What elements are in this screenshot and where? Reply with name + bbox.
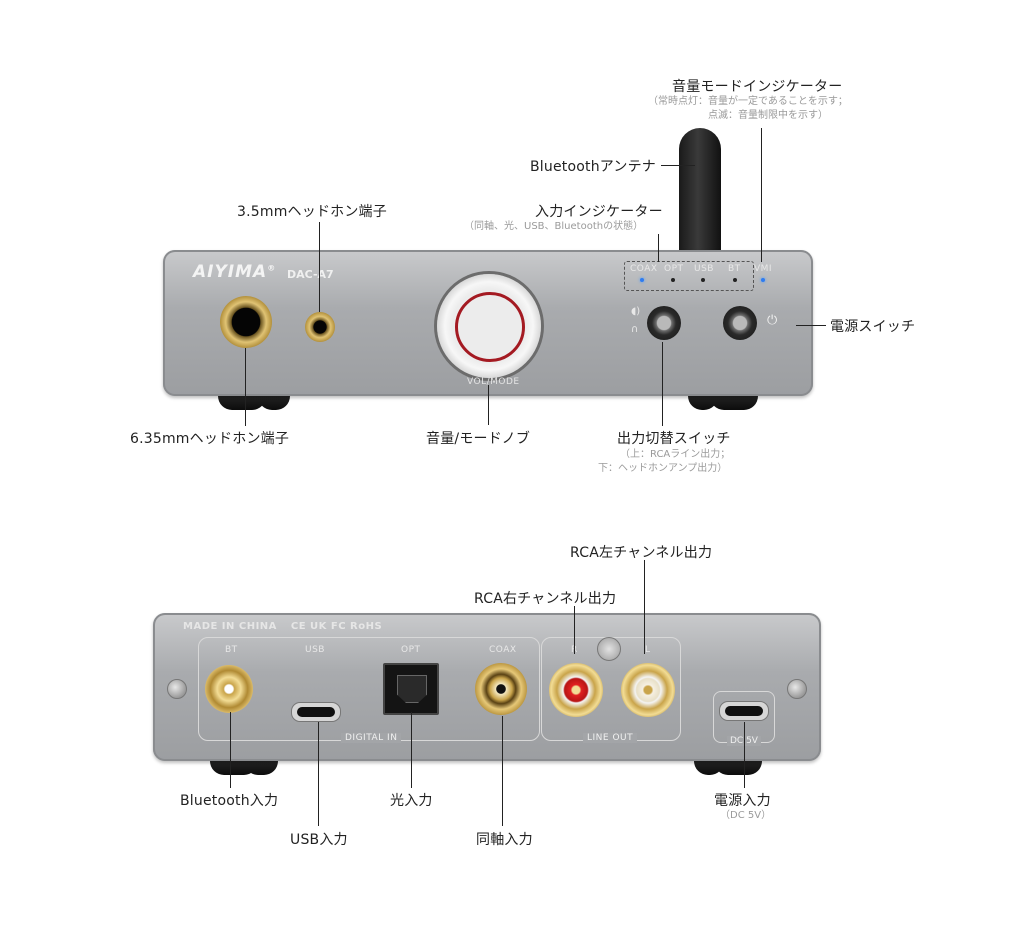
- callout-line: [318, 722, 319, 826]
- port-label-usb: USB: [305, 645, 325, 655]
- callout-input-indicator-sub: （同軸、光、USB、Bluetoothの状態）: [464, 221, 644, 232]
- indicator-usb-led: [701, 278, 705, 282]
- callout-output-switch-sub1: （上：RCAライン出力；: [620, 449, 731, 460]
- front-foot: [710, 392, 758, 410]
- cert-marks: CE UK FC RoHS: [290, 621, 383, 632]
- model-name: DAC-A7: [287, 268, 334, 281]
- callout-line: [230, 712, 231, 788]
- callout-line: [488, 385, 489, 425]
- callout-power-input-sub: （DC 5V）: [720, 810, 772, 821]
- indicator-opt-label: OPT: [664, 264, 684, 274]
- jack-35[interactable]: [305, 312, 335, 342]
- callout-line: [661, 165, 695, 166]
- dc-port[interactable]: [719, 701, 769, 721]
- front-foot: [258, 392, 290, 410]
- vmi-label: VMI: [754, 264, 773, 274]
- bluetooth-antenna: [679, 128, 721, 254]
- dc-label: DC 5V: [727, 736, 761, 746]
- made-in-label: MADE IN CHINA CE UK FC RoHS: [183, 621, 383, 632]
- callout-power-input: 電源入力: [714, 793, 771, 809]
- back-foot: [714, 757, 762, 775]
- callout-input-indicator: 入力インジケーター: [535, 204, 663, 220]
- ground-screw: [597, 637, 621, 661]
- callout-rca-right: RCA右チャンネル出力: [474, 591, 617, 607]
- right-screw: [787, 679, 807, 699]
- callout-line: [411, 712, 412, 788]
- indicator-coax-led: [640, 278, 644, 282]
- callout-volume-mode-indicator: 音量モードインジケーター: [672, 79, 843, 95]
- headphone-icon: ∩: [631, 324, 639, 335]
- speaker-icon: ◖): [631, 306, 641, 317]
- callout-line: [796, 325, 826, 326]
- digital-in-label: DIGITAL IN: [341, 733, 402, 743]
- callout-jack-35: 3.5mmヘッドホン端子: [237, 204, 387, 220]
- knob-label: VOL/MODE: [467, 377, 520, 387]
- callout-output-switch: 出力切替スイッチ: [617, 431, 731, 447]
- callout-bt-input: Bluetooth入力: [180, 793, 279, 809]
- callout-line: [662, 342, 663, 426]
- callout-bt-antenna: Bluetoothアンテナ: [530, 159, 657, 175]
- callout-line: [744, 722, 745, 788]
- callout-line: [761, 128, 762, 262]
- callout-line: [245, 348, 246, 426]
- callout-output-switch-sub2: 下：ヘッドホンアンプ出力）: [598, 463, 728, 474]
- callout-usb-input: USB入力: [290, 832, 348, 848]
- callout-rca-left: RCA左チャンネル出力: [570, 545, 713, 561]
- indicator-opt-led: [671, 278, 675, 282]
- port-label-coax: COAX: [489, 645, 517, 655]
- back-foot: [244, 757, 278, 775]
- port-label-opt: OPT: [401, 645, 421, 655]
- callout-line: [574, 606, 575, 654]
- callout-volume-mode-indicator-sub1: （常時点灯：音量が一定であることを示す；: [648, 96, 848, 107]
- indicator-coax-label: COAX: [630, 264, 658, 274]
- usb-port[interactable]: [291, 702, 341, 722]
- bt-port[interactable]: [205, 665, 253, 713]
- callout-coax-input: 同軸入力: [476, 832, 533, 848]
- knob-ring: [455, 292, 525, 362]
- rca-l-label: L: [645, 645, 651, 655]
- volume-mode-knob[interactable]: [437, 274, 541, 378]
- indicator-bt-label: BT: [728, 264, 741, 274]
- coax-port[interactable]: [475, 663, 527, 715]
- optical-port[interactable]: [383, 663, 439, 715]
- jack-635[interactable]: [220, 296, 272, 348]
- callout-optical-input: 光入力: [390, 793, 433, 809]
- back-foot: [694, 757, 724, 775]
- callout-line: [658, 234, 659, 262]
- vmi-led: [761, 278, 765, 282]
- callout-jack-635: 6.35mmヘッドホン端子: [130, 431, 290, 447]
- left-screw: [167, 679, 187, 699]
- output-switch[interactable]: [647, 306, 681, 340]
- callout-line: [319, 222, 320, 312]
- indicator-usb-label: USB: [694, 264, 714, 274]
- front-panel: AIYIMA® DAC-A7 VOL/MODE COAX OPT USB BT …: [163, 250, 813, 396]
- back-panel: MADE IN CHINA CE UK FC RoHS DIGITAL IN B…: [153, 613, 821, 761]
- callout-volume-mode-indicator-sub2: 点滅：音量制限中を示す）: [708, 110, 828, 121]
- callout-line: [502, 716, 503, 826]
- power-switch[interactable]: [723, 306, 757, 340]
- line-out-label: LINE OUT: [583, 733, 638, 743]
- port-label-bt: BT: [225, 645, 238, 655]
- rca-left-port[interactable]: [621, 663, 675, 717]
- brand-logo: AIYIMA®: [193, 262, 277, 282]
- rca-right-port[interactable]: [549, 663, 603, 717]
- callout-power-switch: 電源スイッチ: [830, 319, 916, 335]
- callout-knob: 音量/モードノブ: [426, 431, 531, 447]
- callout-line: [644, 560, 645, 654]
- power-icon: ⏻: [767, 313, 778, 328]
- front-foot: [218, 392, 266, 410]
- indicator-bt-led: [733, 278, 737, 282]
- input-indicator-group: [624, 261, 754, 291]
